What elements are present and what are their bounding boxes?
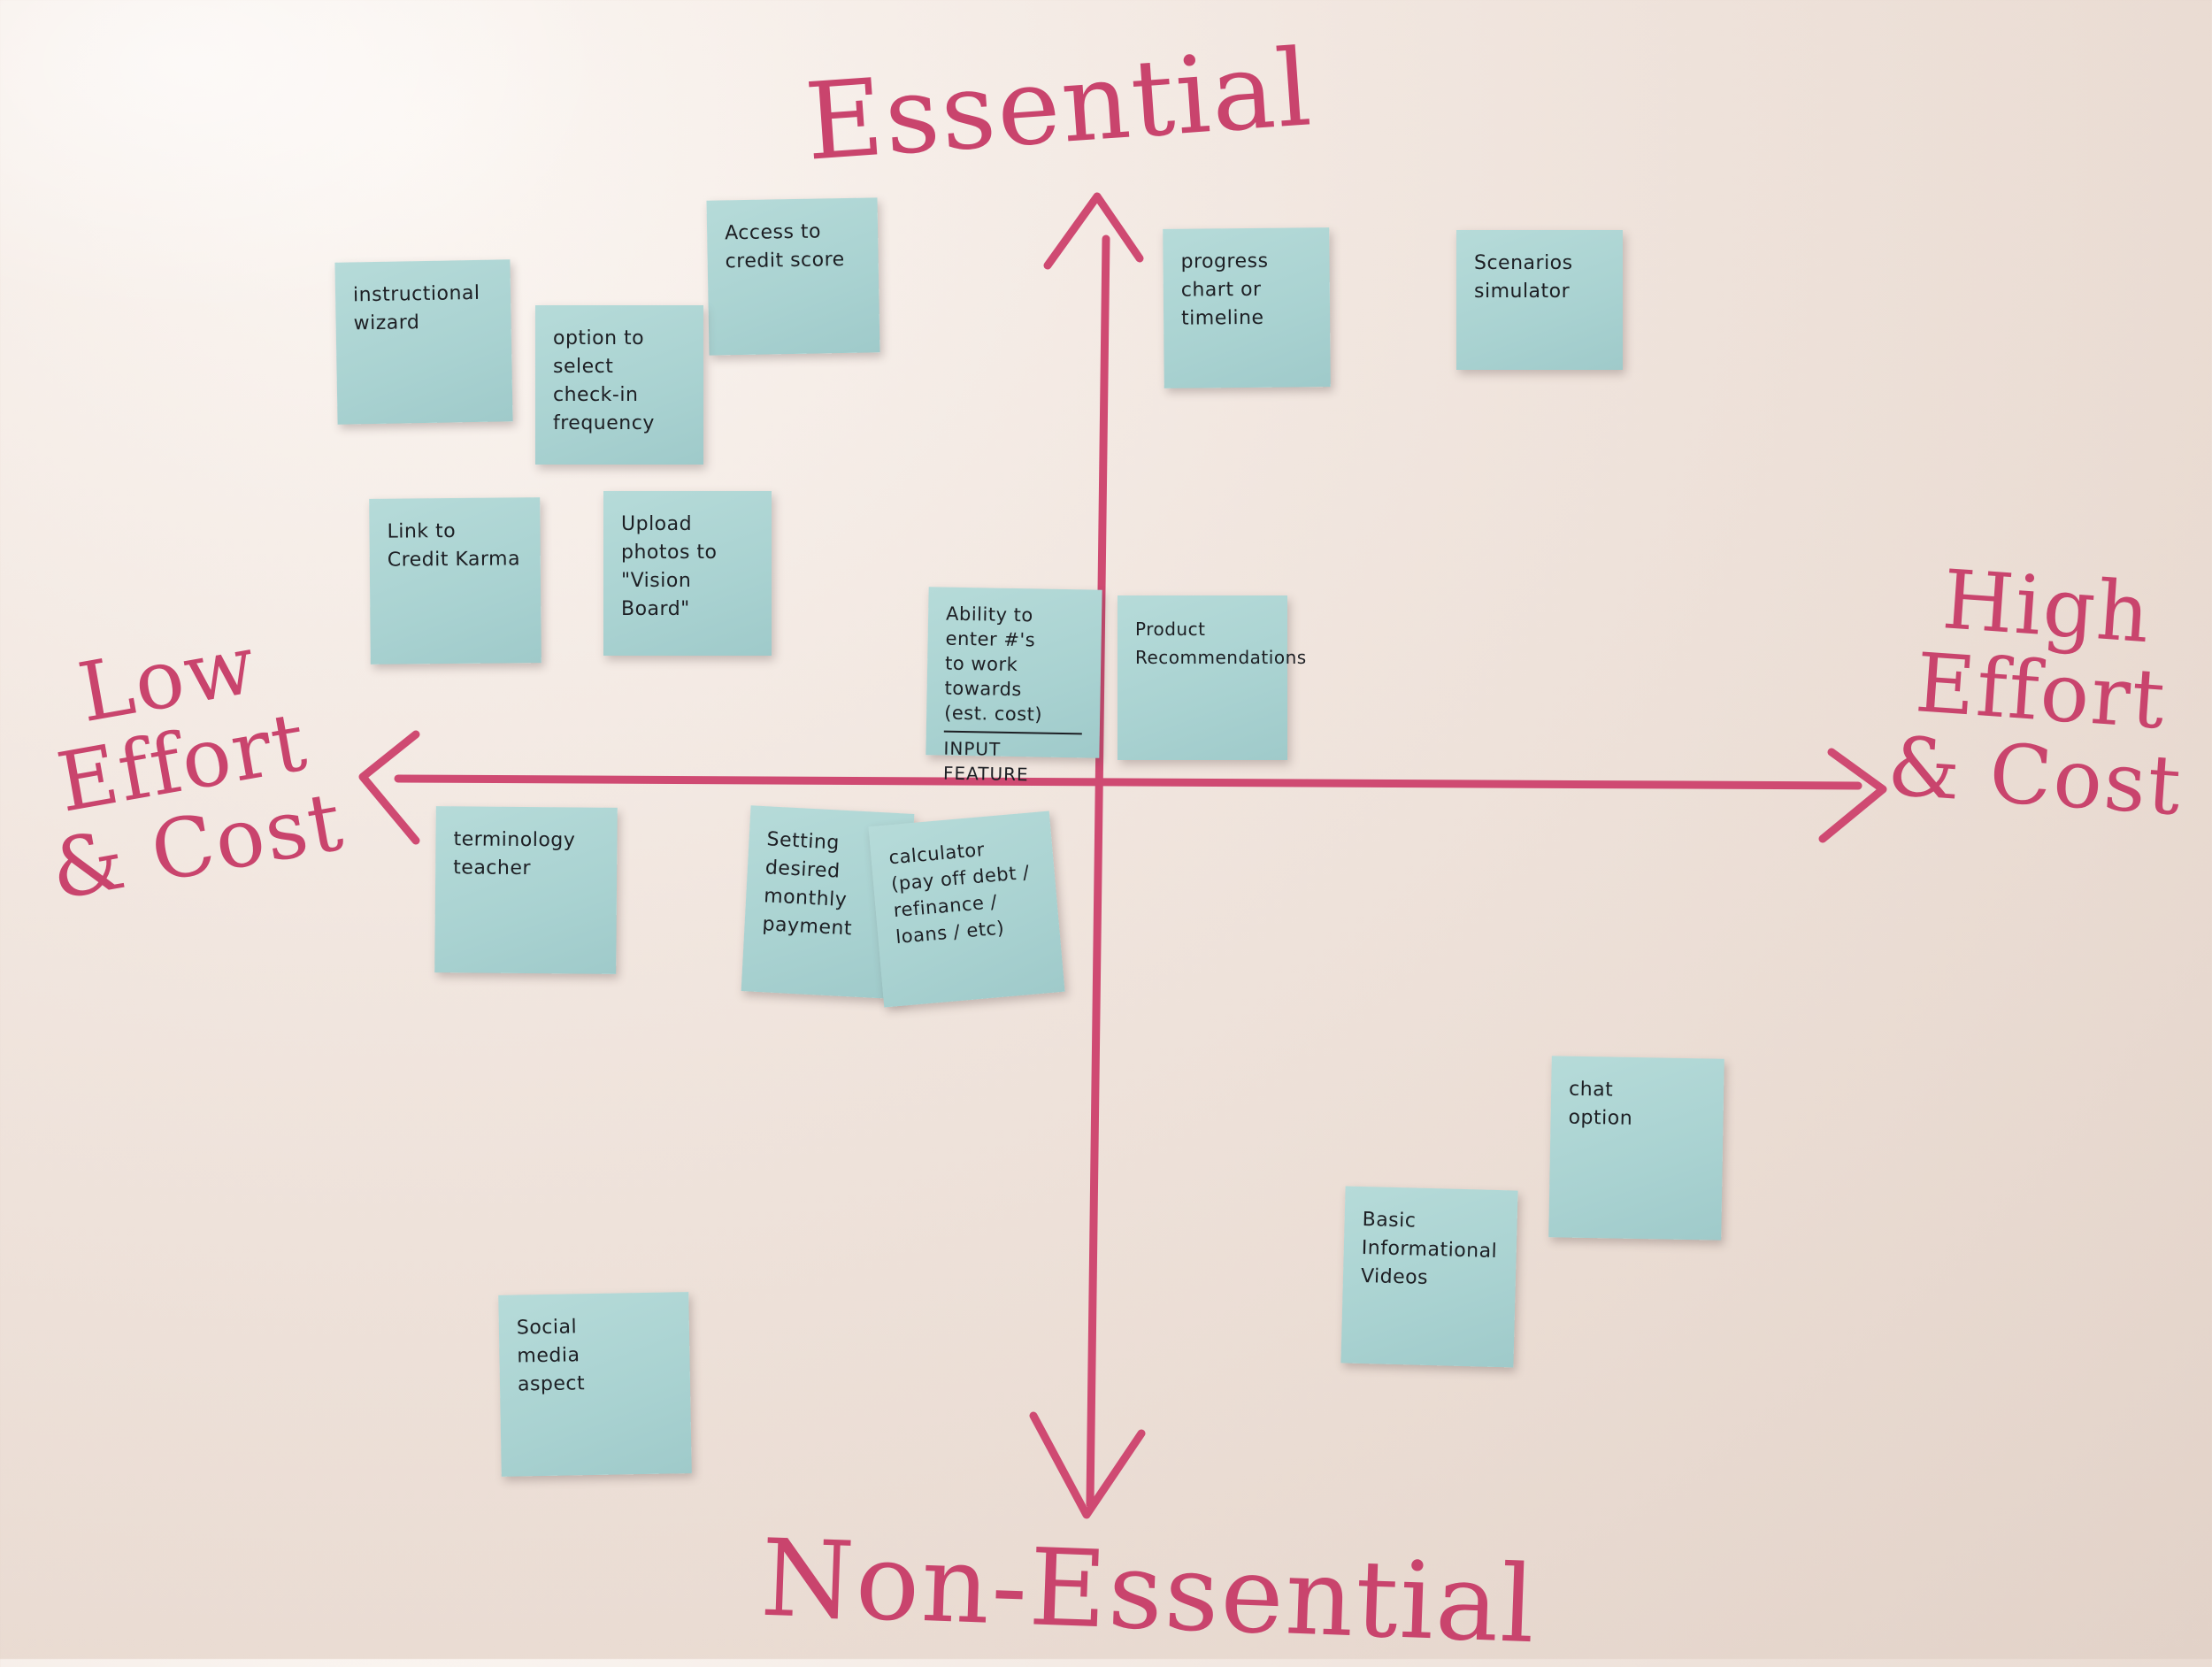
sticky-note-informational-videos[interactable]: Basic Informational Videos: [1340, 1186, 1517, 1367]
note-subtext: INPUT FEATURE: [943, 731, 1082, 788]
sticky-note-scenarios-simulator[interactable]: Scenarios simulator: [1456, 230, 1623, 370]
sticky-note-calculator[interactable]: calculator (pay off debt / refinance / l…: [868, 810, 1064, 1007]
note-text: Product Recommendations: [1135, 615, 1270, 672]
axis-label-high-effort: High Effort & Cost: [1885, 557, 2196, 832]
note-text: Access to credit score: [725, 218, 861, 277]
sticky-note-terminology-teacher[interactable]: terminology teacher: [434, 806, 618, 974]
top-arrow-head: [1048, 196, 1140, 265]
high-effort-line-3: & Cost: [1885, 726, 2185, 831]
note-text: calculator (pay off debt / refinance / l…: [887, 832, 1042, 950]
sticky-note-access-credit-score[interactable]: Access to credit score: [706, 197, 879, 355]
horizontal-axis-line: [398, 779, 1858, 786]
sticky-note-check-in-frequency[interactable]: option to select check-in frequency: [535, 305, 703, 465]
note-text: instructional wizard: [353, 280, 494, 339]
sticky-note-chat-option[interactable]: chat option: [1548, 1056, 1724, 1240]
right-arrow-head: [1823, 752, 1883, 839]
axis-label-low-effort: Low Effort & Cost: [16, 613, 350, 915]
left-arrow-head: [363, 734, 416, 841]
note-text: Social media aspect: [517, 1311, 673, 1399]
note-text: Basic Informational Videos: [1361, 1206, 1500, 1294]
note-text: option to select check-in frequency: [553, 325, 686, 438]
note-text: Scenarios simulator: [1474, 250, 1605, 306]
sticky-note-instructional-wizard[interactable]: instructional wizard: [334, 259, 512, 424]
sticky-note-social-media[interactable]: Social media aspect: [498, 1292, 692, 1477]
vertical-axis-line: [1090, 239, 1106, 1504]
sticky-note-ability-to-enter[interactable]: Ability to enter #'s to work towards (es…: [926, 587, 1102, 757]
axis-label-non-essential: Non-Essential: [759, 1526, 1538, 1660]
sticky-note-vision-board[interactable]: Upload photos to "Vision Board": [603, 491, 772, 656]
note-text: progress chart or timeline: [1180, 247, 1312, 333]
note-text: terminology teacher: [453, 826, 600, 883]
note-text: Link to Credit Karma: [387, 517, 523, 574]
note-text: Ability to enter #'s to work towards (es…: [944, 602, 1084, 728]
note-text: Upload photos to "Vision Board": [621, 511, 754, 624]
sticky-note-credit-karma[interactable]: Link to Credit Karma: [369, 497, 541, 664]
sticky-note-product-recommendations[interactable]: Product Recommendations: [1118, 595, 1287, 760]
note-text: chat option: [1568, 1076, 1706, 1135]
sticky-note-progress-chart[interactable]: progress chart or timeline: [1163, 227, 1331, 388]
